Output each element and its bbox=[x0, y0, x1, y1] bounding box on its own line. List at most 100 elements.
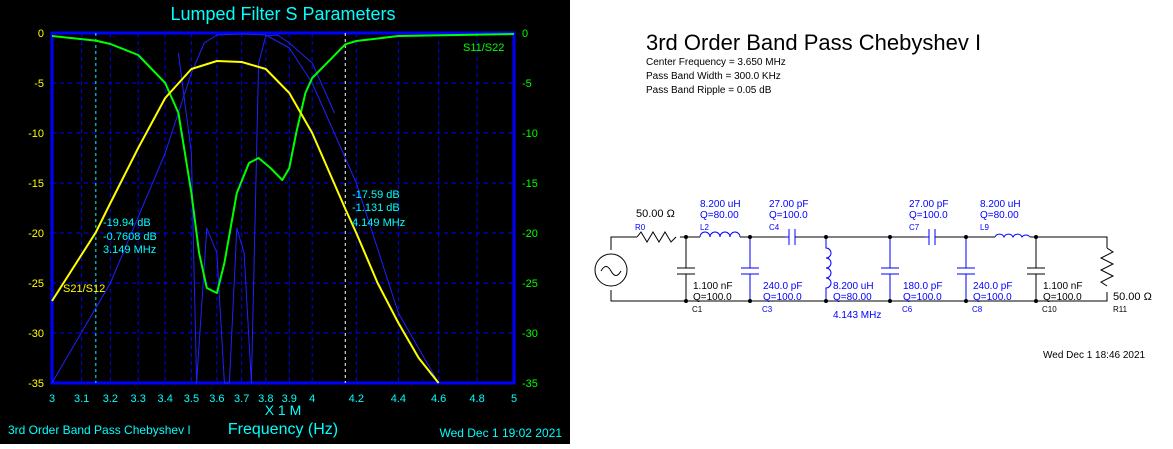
y-tick-label-left: -20 bbox=[28, 228, 44, 240]
y-tick-label-left: -30 bbox=[28, 328, 44, 340]
y-tick-label-left: -15 bbox=[28, 178, 44, 190]
c1-value: 1.100 nF bbox=[693, 281, 733, 292]
node-dot bbox=[684, 235, 688, 239]
c4-value: 27.00 pF bbox=[769, 199, 809, 210]
schematic-timestamp: Wed Dec 1 18:46 2021 bbox=[1043, 350, 1146, 361]
l9-value: 8.200 uH bbox=[980, 199, 1021, 210]
shunt-capacitor bbox=[677, 237, 695, 301]
l9-q: Q=80.00 bbox=[980, 210, 1019, 221]
shunt-capacitor bbox=[741, 237, 759, 301]
shunt-capacitor bbox=[957, 237, 975, 301]
x-tick-label: 4.6 bbox=[431, 393, 446, 405]
c10-value: 1.100 nF bbox=[1043, 281, 1083, 292]
c6-value: 180.0 pF bbox=[903, 281, 943, 292]
y-tick-label-right: -10 bbox=[522, 128, 538, 140]
resistor-r11 bbox=[1099, 247, 1115, 287]
inductor-l5 bbox=[825, 237, 832, 301]
node-dot bbox=[824, 235, 828, 239]
node-dot bbox=[964, 235, 968, 239]
x-multiplier: X 1 M bbox=[265, 402, 302, 418]
y-tick-label-right: -30 bbox=[522, 328, 538, 340]
shunt-capacitor bbox=[1027, 237, 1045, 301]
node-dot bbox=[888, 235, 892, 239]
cursor1-s21: -19.94 dB bbox=[103, 217, 151, 229]
l5-frequency: 4.143 MHz bbox=[833, 310, 882, 321]
footer-title: 3rd Order Band Pass Chebyshev I bbox=[8, 423, 191, 437]
schematic-title: 3rd Order Band Pass Chebyshev I bbox=[646, 30, 982, 55]
spec-pass-band-width: Pass Band Width = 300.0 KHz bbox=[646, 71, 781, 82]
shunt-capacitor bbox=[881, 237, 899, 301]
y-tick-label-left: -35 bbox=[28, 378, 44, 390]
node-dot bbox=[748, 299, 752, 303]
x-tick-label: 4.2 bbox=[349, 393, 364, 405]
cursor1-freq: 3.149 MHz bbox=[103, 244, 156, 256]
x-tick-label: 3.2 bbox=[103, 393, 118, 405]
y-tick-label-right: -35 bbox=[522, 378, 538, 390]
x-tick-label: 4 bbox=[309, 393, 315, 405]
footer-timestamp: Wed Dec 1 19:02 2021 bbox=[439, 426, 562, 440]
node-dot bbox=[748, 235, 752, 239]
x-tick-label: 3.7 bbox=[234, 393, 249, 405]
chart-title: Lumped Filter S Parameters bbox=[170, 4, 395, 24]
l5-q: Q=80.00 bbox=[833, 292, 872, 303]
capacitor-c4 bbox=[785, 229, 796, 245]
legend-s21: S21/S12 bbox=[63, 283, 105, 295]
x-tick-label: 3.6 bbox=[209, 393, 224, 405]
c6-q: Q=100.0 bbox=[903, 292, 942, 303]
y-tick-label-right: -25 bbox=[522, 278, 538, 290]
c4-q: Q=100.0 bbox=[769, 210, 808, 221]
legend-s11: S11/S22 bbox=[463, 42, 504, 54]
node-dot bbox=[684, 299, 688, 303]
r0-value: 50.00 Ω bbox=[636, 208, 675, 220]
x-axis-label: Frequency (Hz) bbox=[228, 421, 338, 438]
x-tick-label: 3.1 bbox=[74, 393, 89, 405]
y-tick-label-right: -5 bbox=[522, 78, 532, 90]
r0-ref: R0 bbox=[635, 223, 646, 232]
y-tick-label-right: -15 bbox=[522, 178, 538, 190]
c8-value: 240.0 pF bbox=[973, 281, 1013, 292]
x-tick-label: 3.4 bbox=[158, 393, 173, 405]
x-tick-label: 3.8 bbox=[258, 393, 273, 405]
spec-pass-band-ripple: Pass Band Ripple = 0.05 dB bbox=[646, 85, 772, 96]
c3-ref: C3 bbox=[762, 305, 773, 314]
node-dot bbox=[1034, 299, 1038, 303]
cursor1-s11: -0.7608 dB bbox=[103, 231, 157, 243]
c8-q: Q=100.0 bbox=[973, 292, 1012, 303]
reference-curve bbox=[177, 34, 335, 384]
c7-ref: C7 bbox=[909, 223, 920, 232]
y-tick-label-left: -5 bbox=[34, 78, 44, 90]
l2-value: 8.200 uH bbox=[700, 199, 741, 210]
y-tick-label-left: 0 bbox=[38, 28, 44, 40]
c1-ref: C1 bbox=[692, 305, 703, 314]
x-tick-label: 3.9 bbox=[282, 393, 297, 405]
l9-ref: L9 bbox=[980, 223, 989, 232]
ac-source-icon bbox=[594, 253, 628, 287]
cursor2-s21: -17.59 dB bbox=[352, 189, 400, 201]
y-tick-label-right: 0 bbox=[522, 28, 528, 40]
x-tick-label: 3 bbox=[49, 393, 55, 405]
l5-value: 8.200 uH bbox=[833, 281, 874, 292]
c7-q: Q=100.0 bbox=[909, 210, 948, 221]
c8-ref: C8 bbox=[972, 305, 983, 314]
cursor2-freq: 4.149 MHz bbox=[352, 217, 405, 229]
node-dot bbox=[824, 299, 828, 303]
l2-ref: L2 bbox=[700, 223, 709, 232]
c4-ref: C4 bbox=[769, 223, 780, 232]
c6-ref: C6 bbox=[902, 305, 913, 314]
c3-q: Q=100.0 bbox=[763, 292, 802, 303]
node-dot bbox=[1034, 235, 1038, 239]
capacitor-c7 bbox=[925, 229, 936, 245]
spec-center-frequency: Center Frequency = 3.650 MHz bbox=[646, 57, 786, 68]
inductor-l2 bbox=[699, 231, 741, 238]
y-tick-label-left: -10 bbox=[28, 128, 44, 140]
curve-s11-s22 bbox=[51, 33, 515, 294]
y-tick-label-left: -25 bbox=[28, 278, 44, 290]
c3-value: 240.0 pF bbox=[763, 281, 803, 292]
y-tick-label-right: -20 bbox=[522, 228, 538, 240]
resistor-r0 bbox=[636, 231, 677, 243]
x-tick-label: 4.4 bbox=[391, 393, 406, 405]
node-dot bbox=[964, 299, 968, 303]
